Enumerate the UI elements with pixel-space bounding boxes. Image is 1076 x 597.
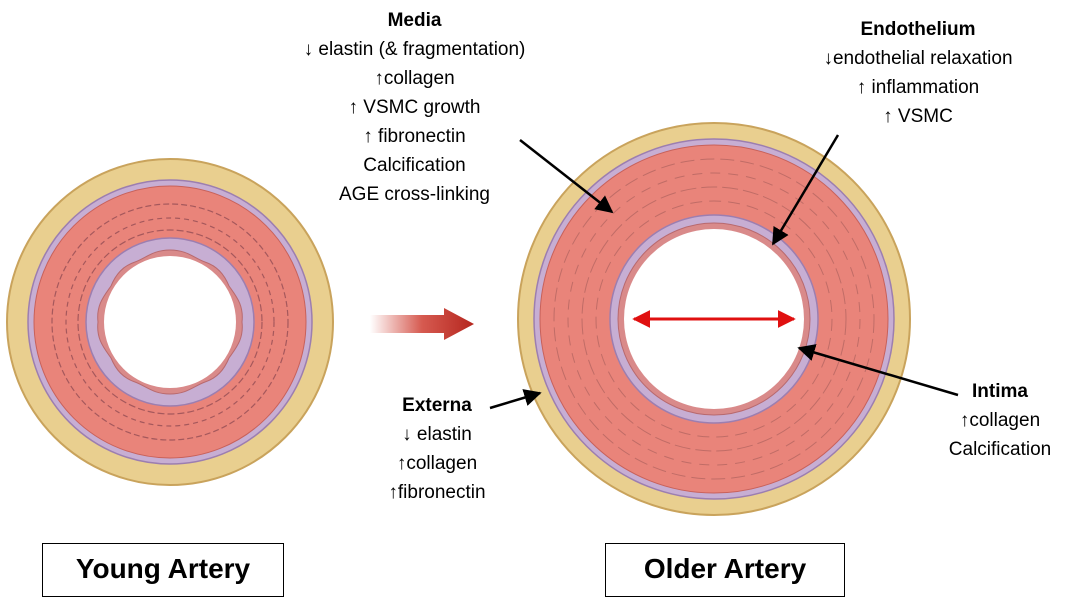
transition-arrow bbox=[370, 308, 474, 340]
endothelium-label: Endothelium ↓endothelial relaxation ↑ in… bbox=[788, 15, 1048, 131]
intima-line: ↑collagen bbox=[930, 406, 1070, 435]
media-title: Media bbox=[262, 6, 567, 35]
endothelium-line: ↓endothelial relaxation bbox=[788, 44, 1048, 73]
media-line: Calcification bbox=[262, 151, 567, 180]
endothelium-title: Endothelium bbox=[788, 15, 1048, 44]
media-line: ↑ VSMC growth bbox=[262, 93, 567, 122]
intima-line: Calcification bbox=[930, 435, 1070, 464]
media-line: ↓ elastin (& fragmentation) bbox=[262, 35, 567, 64]
externa-label: Externa ↓ elastin ↑collagen ↑fibronectin bbox=[362, 391, 512, 507]
young-artery-caption: Young Artery bbox=[42, 543, 284, 597]
endothelium-line: ↑ inflammation bbox=[788, 73, 1048, 102]
endothelium-line: ↑ VSMC bbox=[788, 102, 1048, 131]
externa-title: Externa bbox=[362, 391, 512, 420]
externa-line: ↑collagen bbox=[362, 449, 512, 478]
intima-label: Intima ↑collagen Calcification bbox=[930, 377, 1070, 464]
intima-title: Intima bbox=[930, 377, 1070, 406]
media-line: ↑ fibronectin bbox=[262, 122, 567, 151]
media-label: Media ↓ elastin (& fragmentation) ↑colla… bbox=[262, 6, 567, 209]
young-lumen bbox=[104, 256, 236, 388]
externa-line: ↑fibronectin bbox=[362, 478, 512, 507]
older-artery-caption: Older Artery bbox=[605, 543, 845, 597]
media-line: AGE cross-linking bbox=[262, 180, 567, 209]
externa-line: ↓ elastin bbox=[362, 420, 512, 449]
older-artery bbox=[518, 123, 910, 515]
media-line: ↑collagen bbox=[262, 64, 567, 93]
